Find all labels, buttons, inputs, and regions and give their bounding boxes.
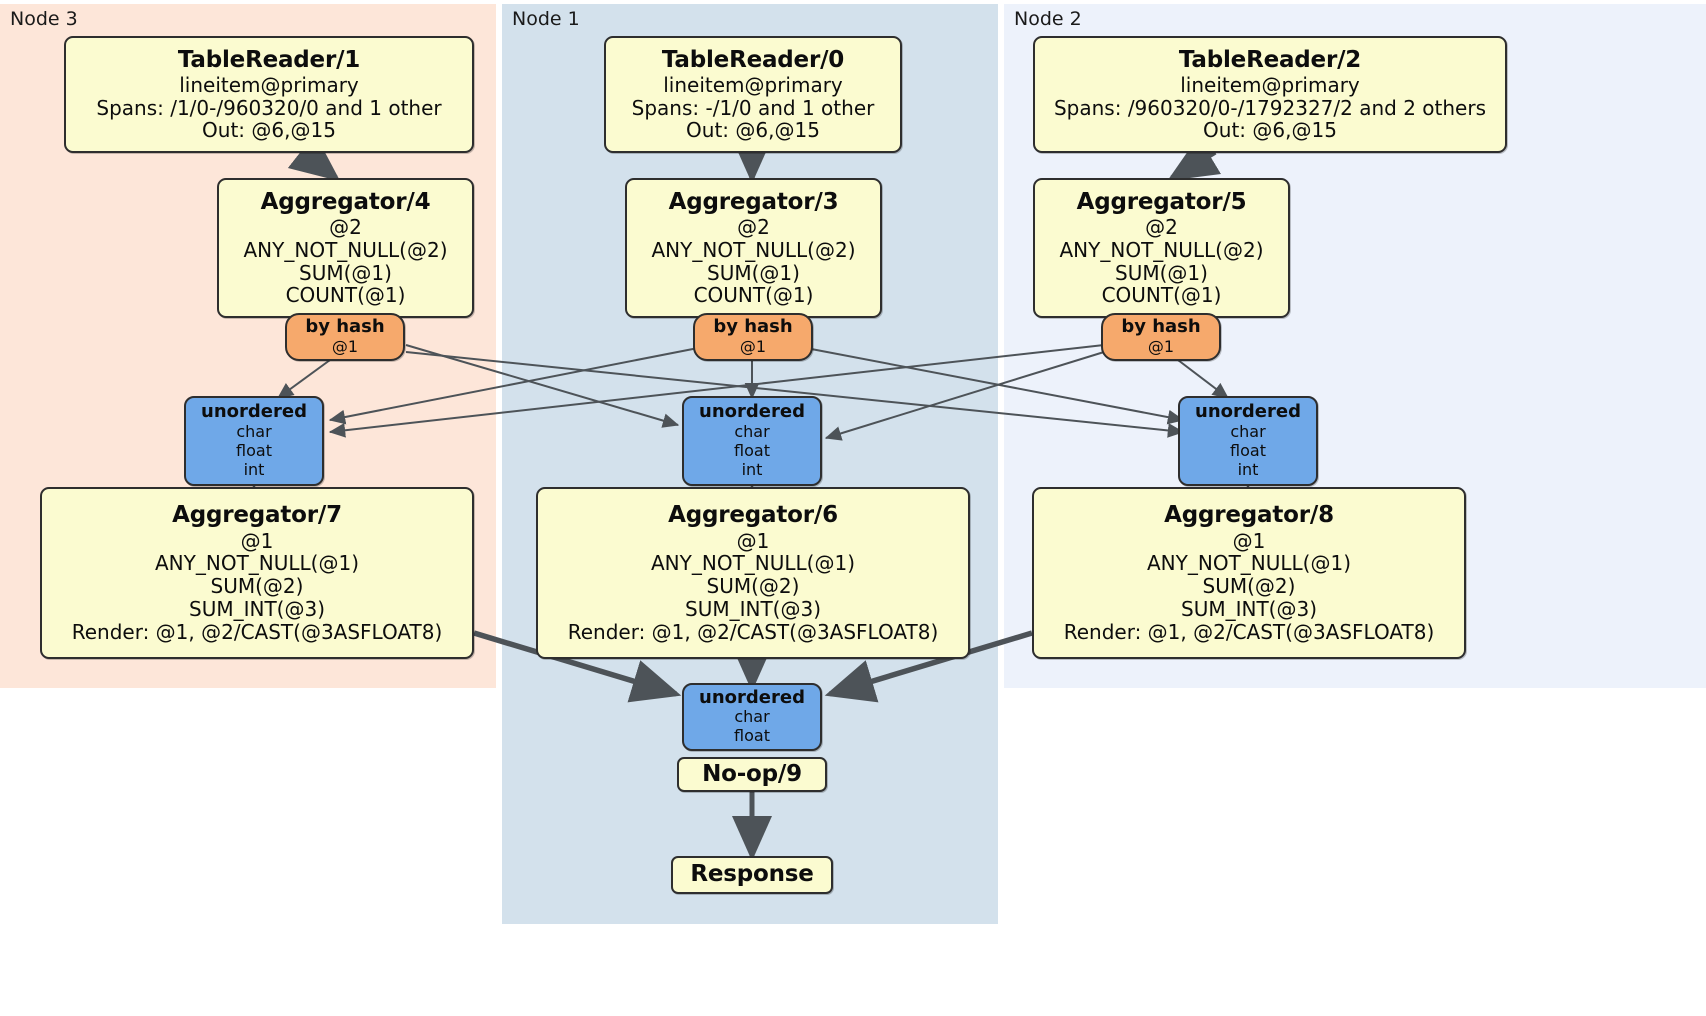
table-reader-1-box[interactable]: TableReader/1 lineitem@primary Spans: /1… [64, 36, 474, 153]
table-reader-1-line-2: Out: @6,@15 [202, 118, 336, 143]
aggregator-3-line-2: SUM(@1) [707, 260, 800, 285]
inbound-unordered-node1-line-0: char [734, 422, 770, 442]
aggregator-5-box[interactable]: Aggregator/5 @2 ANY_NOT_NULL(@2) SUM(@1)… [1033, 178, 1290, 318]
inbound-unordered-final[interactable]: unordered char float [682, 683, 822, 751]
inbound-unordered-node1[interactable]: unordered char float int [682, 396, 822, 486]
table-reader-2-box[interactable]: TableReader/2 lineitem@primary Spans: /9… [1033, 36, 1507, 153]
table-reader-0-box[interactable]: TableReader/0 lineitem@primary Spans: -/… [604, 36, 902, 153]
region-node-2-label: Node 2 [1014, 8, 1082, 30]
table-reader-1-title: TableReader/1 [177, 46, 361, 73]
hash-router-node2-title: by hash [1121, 316, 1201, 338]
hash-router-node1-line-0: @1 [739, 336, 767, 356]
aggregator-4-title: Aggregator/4 [260, 188, 431, 215]
table-reader-2-title: TableReader/2 [1178, 46, 1362, 73]
aggregator-7-box[interactable]: Aggregator/7 @1 ANY_NOT_NULL(@1) SUM(@2)… [40, 487, 474, 659]
inbound-unordered-node1-line-2: int [741, 459, 763, 479]
aggregator-5-line-2: SUM(@1) [1115, 260, 1208, 285]
aggregator-6-box[interactable]: Aggregator/6 @1 ANY_NOT_NULL(@1) SUM(@2)… [536, 487, 970, 659]
inbound-unordered-node3[interactable]: unordered char float int [184, 396, 324, 486]
inbound-unordered-node3-line-1: float [236, 440, 272, 460]
aggregator-3-box[interactable]: Aggregator/3 @2 ANY_NOT_NULL(@2) SUM(@1)… [625, 178, 882, 318]
table-reader-2-line-2: Out: @6,@15 [1203, 118, 1337, 143]
aggregator-7-line-0: @1 [240, 528, 274, 553]
aggregator-3-line-0: @2 [737, 214, 770, 239]
hash-router-node3-title: by hash [305, 316, 385, 338]
aggregator-6-line-1: ANY_NOT_NULL(@1) [651, 551, 855, 576]
table-reader-0-line-2: Out: @6,@15 [686, 118, 820, 143]
inbound-unordered-node3-line-0: char [236, 422, 272, 442]
hash-router-node1-title: by hash [713, 316, 793, 338]
inbound-unordered-node2-line-1: float [1230, 440, 1266, 460]
inbound-unordered-node2[interactable]: unordered char float int [1178, 396, 1318, 486]
aggregator-5-title: Aggregator/5 [1076, 188, 1247, 215]
inbound-unordered-node2-line-2: int [1237, 459, 1259, 479]
aggregator-3-line-1: ANY_NOT_NULL(@2) [651, 237, 856, 262]
aggregator-8-line-4: Render: @1, @2/CAST(@3ASFLOAT8) [1063, 619, 1435, 644]
aggregator-4-line-3: COUNT(@1) [285, 283, 406, 308]
inbound-unordered-node1-line-1: float [734, 440, 770, 460]
hash-router-node2-line-0: @1 [1147, 336, 1175, 356]
aggregator-7-line-2: SUM(@2) [210, 574, 304, 599]
inbound-unordered-final-title: unordered [699, 686, 805, 708]
aggregator-7-title: Aggregator/7 [172, 502, 342, 529]
aggregator-3-title: Aggregator/3 [668, 188, 839, 215]
inbound-unordered-node2-title: unordered [1195, 401, 1301, 423]
aggregator-7-line-4: Render: @1, @2/CAST(@3ASFLOAT8) [71, 619, 443, 644]
inbound-unordered-node3-line-2: int [243, 459, 265, 479]
aggregator-7-line-1: ANY_NOT_NULL(@1) [155, 551, 359, 576]
aggregator-8-line-0: @1 [1232, 528, 1266, 553]
table-reader-2-line-0: lineitem@primary [1180, 72, 1360, 97]
table-reader-0-line-1: Spans: -/1/0 and 1 other [631, 95, 875, 120]
response-title: Response [690, 861, 814, 888]
aggregator-6-line-2: SUM(@2) [706, 574, 800, 599]
no-op-9-title: No-op/9 [702, 760, 802, 787]
aggregator-7-line-3: SUM_INT(@3) [189, 596, 325, 621]
aggregator-5-line-0: @2 [1145, 214, 1178, 239]
aggregator-8-line-1: ANY_NOT_NULL(@1) [1147, 551, 1351, 576]
aggregator-5-line-3: COUNT(@1) [1101, 283, 1222, 308]
region-node-1-label: Node 1 [512, 8, 580, 30]
response-box[interactable]: Response [671, 856, 833, 894]
aggregator-4-line-2: SUM(@1) [299, 260, 392, 285]
hash-router-node1[interactable]: by hash @1 [693, 313, 813, 361]
inbound-unordered-node1-title: unordered [699, 401, 805, 423]
aggregator-8-title: Aggregator/8 [1164, 502, 1334, 529]
aggregator-3-line-3: COUNT(@1) [693, 283, 814, 308]
inbound-unordered-node2-line-0: char [1230, 422, 1266, 442]
aggregator-4-box[interactable]: Aggregator/4 @2 ANY_NOT_NULL(@2) SUM(@1)… [217, 178, 474, 318]
aggregator-6-title: Aggregator/6 [668, 502, 838, 529]
aggregator-8-line-3: SUM_INT(@3) [1181, 596, 1317, 621]
hash-router-node3[interactable]: by hash @1 [285, 313, 405, 361]
aggregator-6-line-4: Render: @1, @2/CAST(@3ASFLOAT8) [567, 619, 939, 644]
table-reader-0-title: TableReader/0 [661, 46, 845, 73]
hash-router-node2[interactable]: by hash @1 [1101, 313, 1221, 361]
aggregator-4-line-1: ANY_NOT_NULL(@2) [243, 237, 448, 262]
no-op-9-box[interactable]: No-op/9 [677, 757, 827, 792]
table-reader-0-line-0: lineitem@primary [663, 72, 843, 97]
table-reader-1-line-0: lineitem@primary [179, 72, 359, 97]
aggregator-4-line-0: @2 [329, 214, 362, 239]
aggregator-8-box[interactable]: Aggregator/8 @1 ANY_NOT_NULL(@1) SUM(@2)… [1032, 487, 1466, 659]
inbound-unordered-final-line-1: float [734, 726, 770, 746]
aggregator-5-line-1: ANY_NOT_NULL(@2) [1059, 237, 1264, 262]
aggregator-8-line-2: SUM(@2) [1202, 574, 1296, 599]
table-reader-1-line-1: Spans: /1/0-/960320/0 and 1 other [96, 95, 442, 120]
hash-router-node3-line-0: @1 [331, 336, 359, 356]
table-reader-2-line-1: Spans: /960320/0-/1792327/2 and 2 others [1053, 95, 1486, 120]
aggregator-6-line-0: @1 [736, 528, 770, 553]
inbound-unordered-node3-title: unordered [201, 401, 307, 423]
aggregator-6-line-3: SUM_INT(@3) [685, 596, 821, 621]
inbound-unordered-final-line-0: char [734, 707, 770, 727]
region-node-3-label: Node 3 [10, 8, 78, 30]
